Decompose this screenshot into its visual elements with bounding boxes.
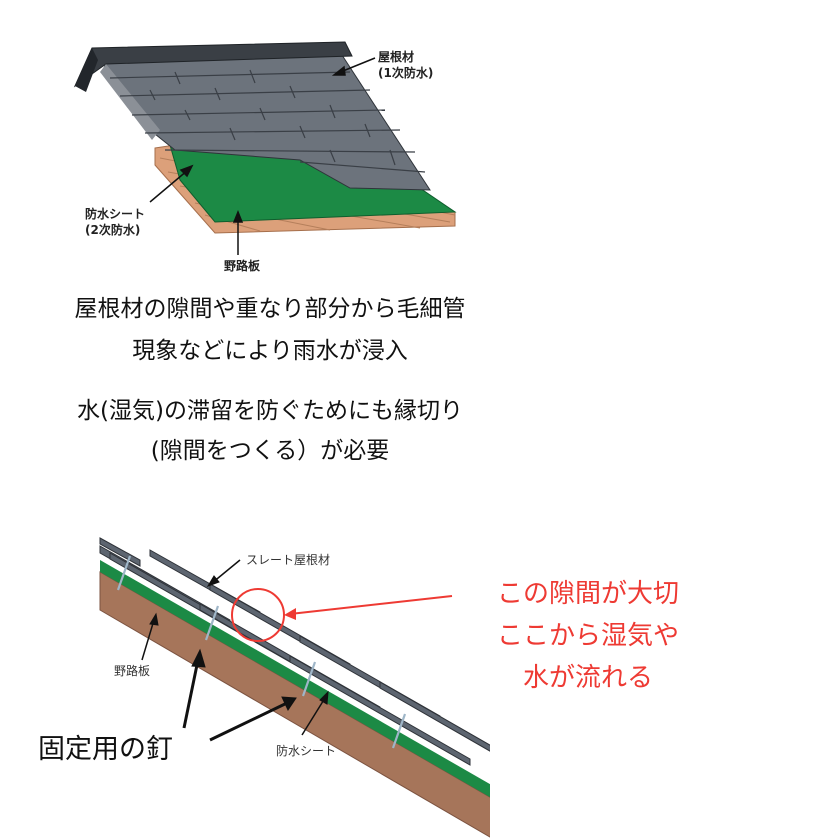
- label-sheet-sub: (2次防水): [85, 223, 141, 237]
- label-section-sheet: 防水シート: [276, 744, 337, 758]
- section-slates: [99, 537, 490, 766]
- label-board: 野路板: [224, 259, 261, 273]
- label-roof: 屋根材: [378, 50, 415, 64]
- note-line-3: 水が流れる: [522, 663, 653, 693]
- note-line-1: この隙間が大切: [496, 579, 679, 609]
- label-sheet: 防水シート: [85, 207, 146, 221]
- bottom-leaders: [141, 559, 329, 742]
- label-roof-sub: (1次防水): [378, 66, 434, 80]
- section-nails: [116, 555, 407, 749]
- ridge-cap: [73, 41, 353, 88]
- top-leaders: [149, 57, 376, 255]
- caption-line-4: (隙間をつくる）が必要: [150, 438, 390, 464]
- label-slate: スレート屋根材: [246, 553, 331, 567]
- label-nail: 固定用の釘: [38, 734, 173, 765]
- roof-left-edge: [100, 64, 160, 140]
- gap-highlight-arrow: [289, 595, 453, 615]
- label-section-board: 野路板: [114, 664, 151, 678]
- ridge-side: [75, 48, 98, 92]
- caption-line-1: 屋根材の隙間や重なり部分から毛細管: [74, 296, 466, 322]
- section-sheet: [100, 560, 490, 798]
- caption-line-3: 水(湿気)の滞留を防ぐためにも縁切り: [77, 398, 463, 424]
- note-line-2: ここから湿気や: [496, 621, 679, 651]
- shingle-lines: [109, 69, 426, 173]
- caption-line-2: 現象などにより雨水が浸入: [132, 338, 408, 364]
